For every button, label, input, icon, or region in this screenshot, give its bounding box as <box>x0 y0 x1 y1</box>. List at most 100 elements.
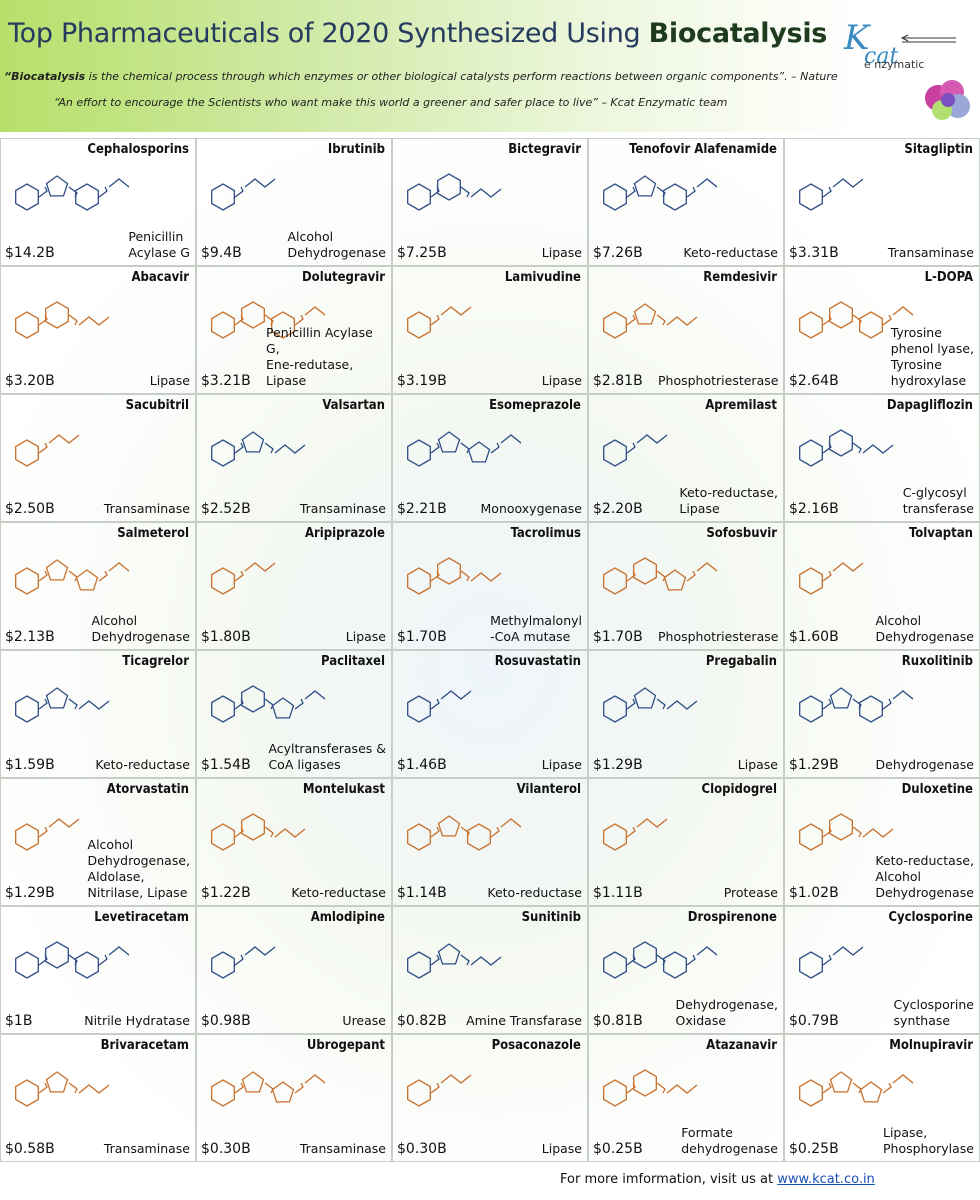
structure-diagram-icon <box>407 690 472 723</box>
market-value: $7.26B <box>593 245 643 261</box>
structure-diagram-icon <box>603 175 717 211</box>
enzyme-label: Transaminase <box>103 1141 190 1156</box>
structure-diagram-icon <box>15 175 129 211</box>
market-value: $0.30B <box>397 1141 447 1157</box>
structure-diagram-icon <box>407 943 502 979</box>
drug-name: Brivaracetam <box>100 1038 189 1053</box>
market-value: $1.14B <box>397 885 447 901</box>
enzyme-label: Protease <box>723 885 778 900</box>
structure-diagram-icon <box>211 1071 325 1107</box>
market-value: $1.29B <box>5 885 55 901</box>
market-value: $2.81B <box>593 373 643 389</box>
drug-name: Paclitaxel <box>320 654 385 669</box>
structure-diagram-icon <box>15 434 80 467</box>
enzyme-label: Tyrosine phenol lyase, Tyrosine hydroxyl… <box>890 325 974 388</box>
enzyme-label: Nitrile Hydratase <box>84 1013 190 1028</box>
drug-name: Salmeterol <box>117 526 189 541</box>
structure-diagram-icon <box>603 303 698 339</box>
structure-diagram-icon <box>603 941 717 979</box>
quote-text: is the chemical process through which en… <box>85 70 838 83</box>
market-value: $7.25B <box>397 245 447 261</box>
structure-diagram-icon <box>15 559 129 595</box>
drug-name: Valsartan <box>322 398 385 413</box>
market-value: $1.70B <box>593 629 643 645</box>
enzyme-label: C-glycosyl transferase <box>902 485 974 516</box>
structure-diagram-icon <box>211 562 276 595</box>
market-value: $3.21B <box>201 373 251 389</box>
enzyme-label: Lipase, Phosphorylase <box>883 1125 974 1156</box>
kcat-logo: K cat e nzymatic <box>840 14 980 126</box>
enzyme-label: Dehydrogenase <box>875 757 975 772</box>
drug-name: Apremilast <box>705 398 777 413</box>
logo-arrow-icon <box>900 34 956 43</box>
structure-diagram-icon <box>211 685 325 723</box>
drug-name: Remdesivir <box>703 270 777 285</box>
drug-name: Aripiprazole <box>304 526 385 541</box>
enzyme-label: Lipase <box>541 757 582 772</box>
enzyme-label: Amine Transfarase <box>466 1013 582 1028</box>
team-quote: “An effort to encourage the Scientists w… <box>54 96 728 109</box>
enzyme-label: Phosphotriesterase <box>658 629 779 644</box>
structure-diagram-icon <box>799 562 864 595</box>
structure-diagram-icon <box>15 301 110 339</box>
drug-name: Sunitinib <box>521 910 581 925</box>
market-value: $1.29B <box>593 757 643 773</box>
structure-diagram-icon <box>603 1069 698 1107</box>
structure-diagram-icon <box>407 1074 472 1107</box>
enzyme-label: Keto-reductase <box>683 245 778 260</box>
structure-diagram-icon <box>603 818 668 851</box>
drug-name: Dolutegravir <box>301 270 385 285</box>
market-value: $1.46B <box>397 757 447 773</box>
market-value: $0.98B <box>201 1013 251 1029</box>
enzyme-label: Dehydrogenase, Oxidase <box>675 997 778 1028</box>
enzyme-label: Transaminase <box>887 245 974 260</box>
drug-name: Atazanavir <box>706 1038 777 1053</box>
protein-icon <box>925 80 970 120</box>
structure-diagram-icon <box>799 946 864 979</box>
enzyme-label: Alcohol Dehydrogenase <box>875 613 975 644</box>
enzyme-label: Penicillin Acylase G <box>128 229 190 260</box>
structure-diagram-icon <box>799 1071 913 1107</box>
market-value: $1.22B <box>201 885 251 901</box>
header-banner: Top Pharmaceuticals of 2020 Synthesized … <box>0 0 980 132</box>
structure-diagram-icon <box>407 173 502 211</box>
market-value: $3.19B <box>397 373 447 389</box>
enzyme-label: Methylmalonyl -CoA mutase <box>490 613 582 644</box>
enzyme-label: Alcohol Dehydrogenase <box>287 229 387 260</box>
structure-diagram-icon <box>603 434 668 467</box>
market-value: $2.52B <box>201 501 251 517</box>
drug-name: Montelukast <box>302 782 385 797</box>
title-emphasis: Biocatalysis <box>648 18 828 49</box>
market-value: $0.58B <box>5 1141 55 1157</box>
enzyme-label: Transaminase <box>299 1141 386 1156</box>
quote-keyword: “Biocatalysis <box>4 70 86 83</box>
market-value: $2.64B <box>789 373 839 389</box>
drug-card: Brivaracetam $0.58B Transaminase <box>0 1034 196 1162</box>
drug-name: Clopidogrel <box>701 782 778 797</box>
structure-diagram-icon <box>15 687 110 723</box>
website-link[interactable]: www.kcat.co.in <box>777 1172 875 1187</box>
structure-diagram-icon <box>603 557 717 595</box>
structure-diagram-icon <box>407 306 472 339</box>
